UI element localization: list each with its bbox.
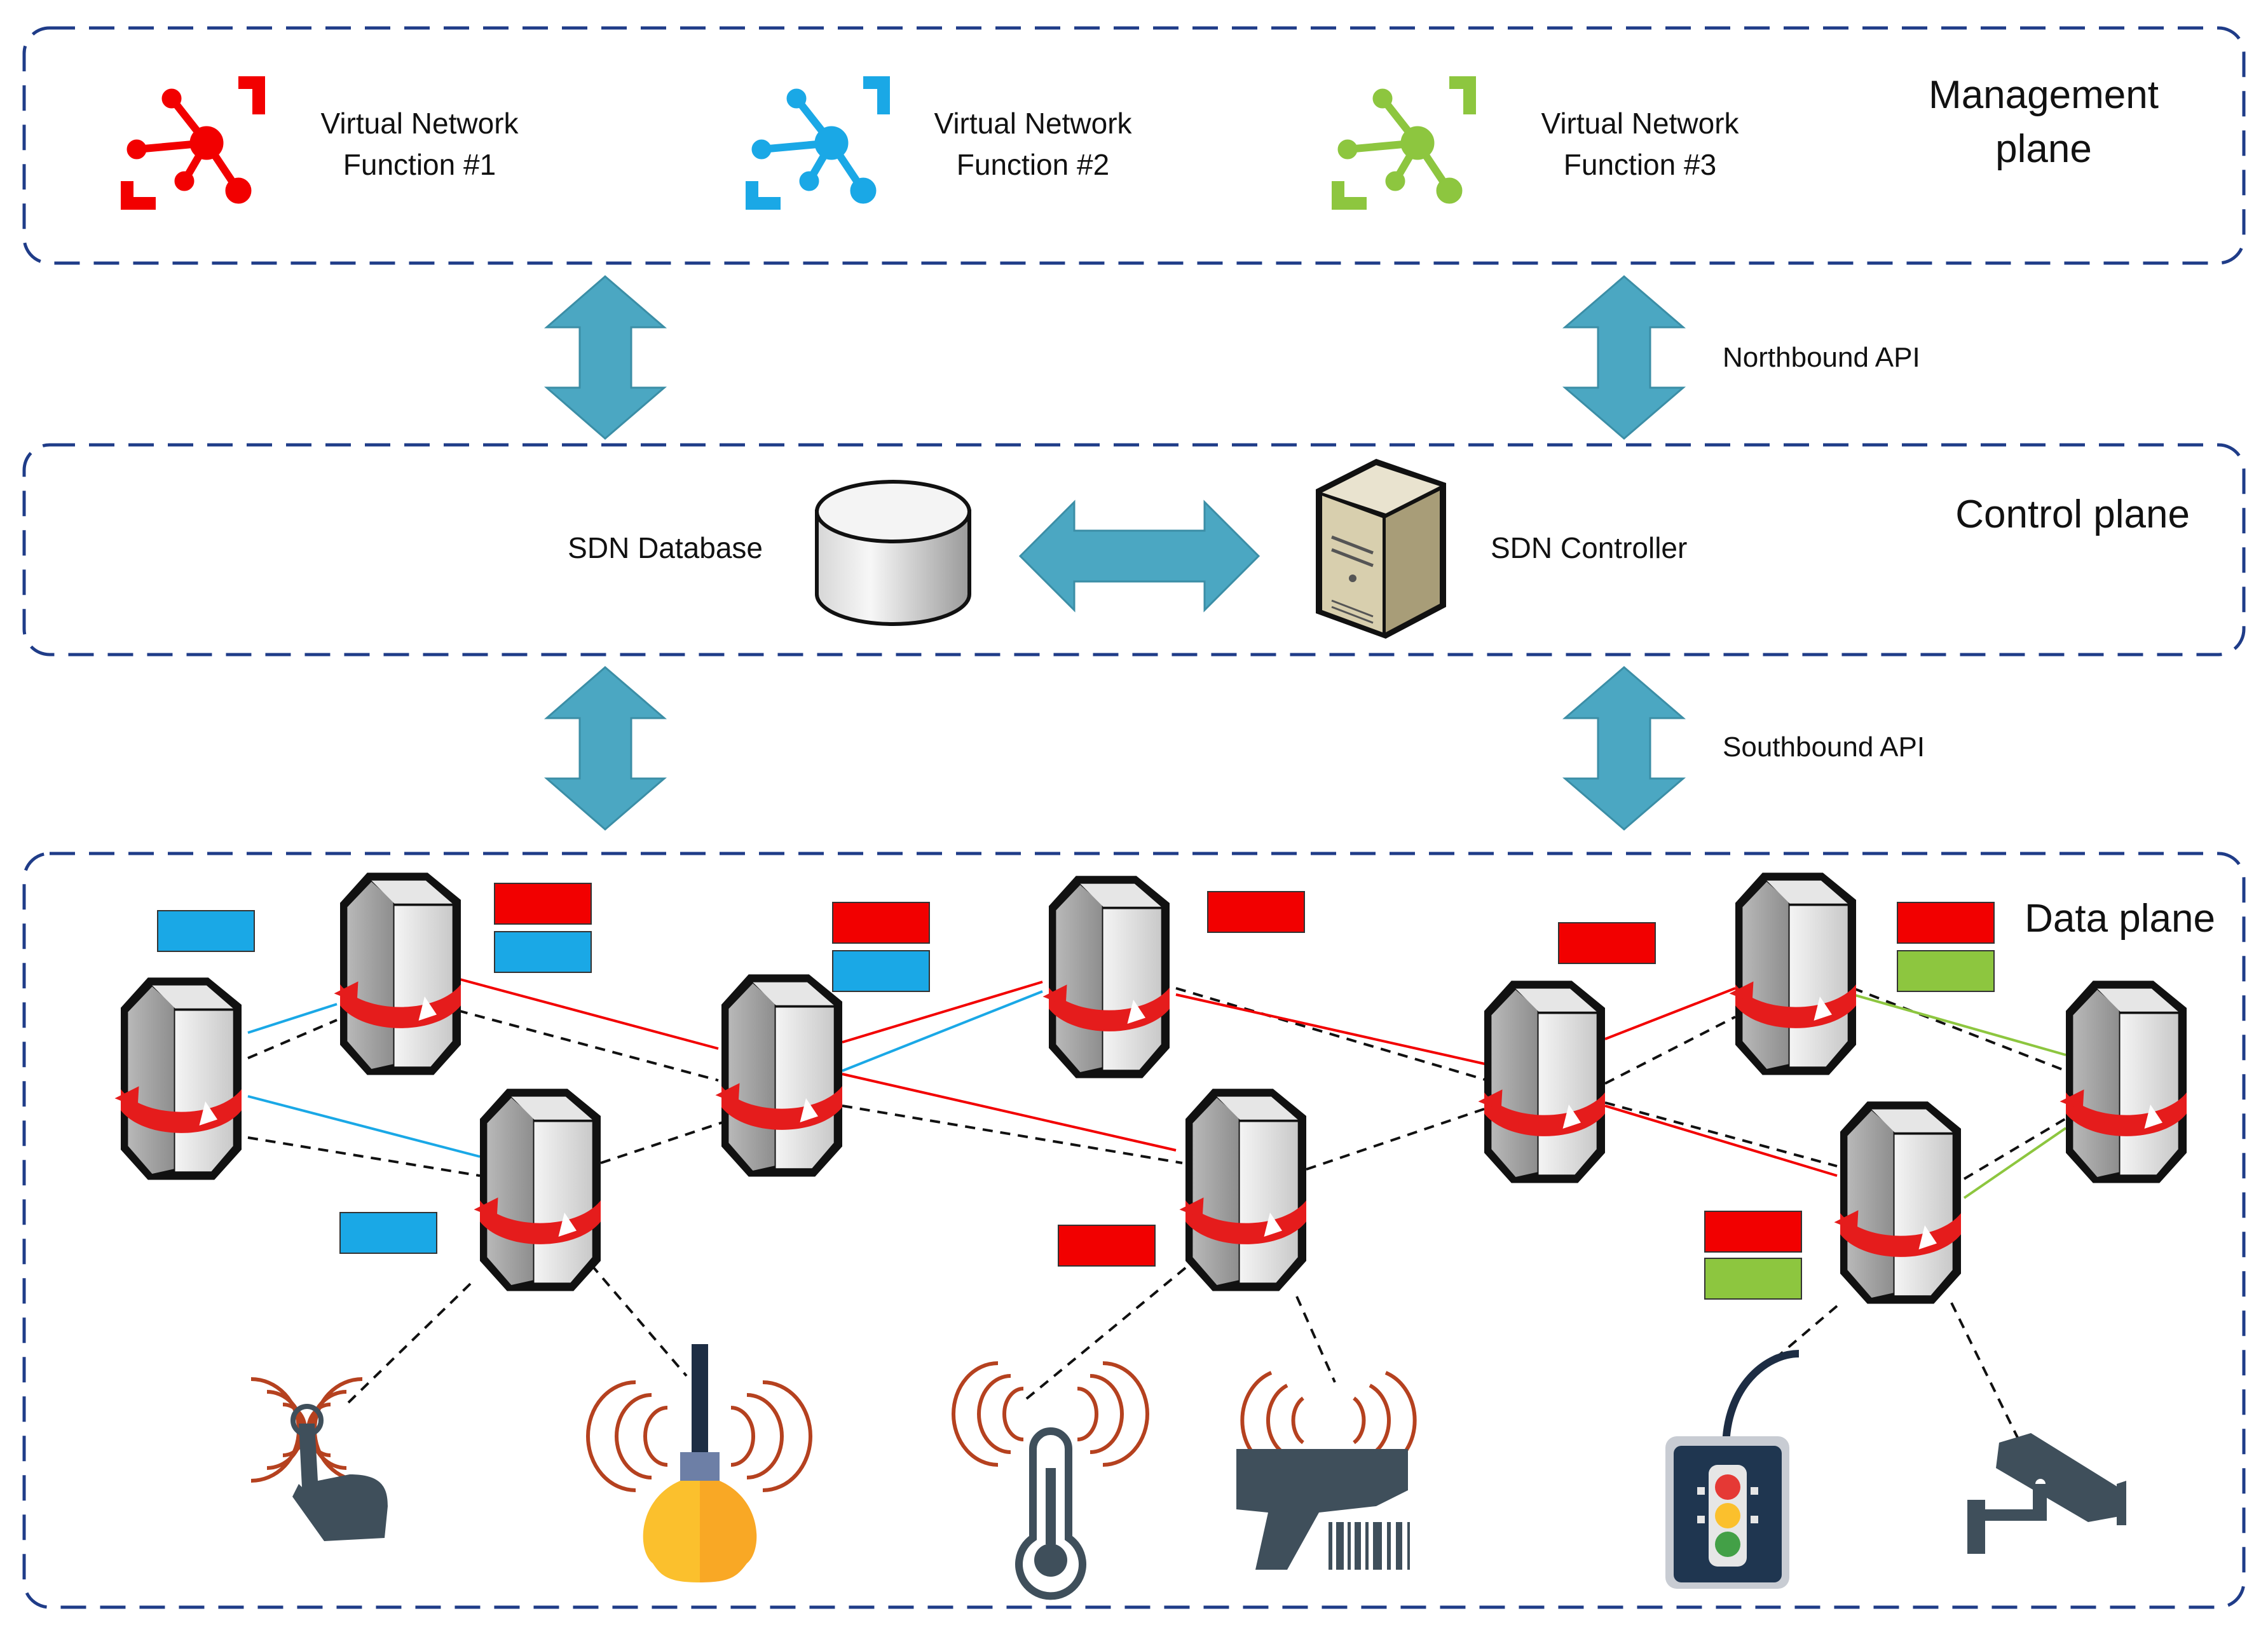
southbound-arrow-left <box>543 666 667 831</box>
northbound-arrow-right <box>1562 275 1686 440</box>
vnf-2-label-line1: Virtual Network <box>934 107 1132 140</box>
switch-10 <box>2060 981 2187 1183</box>
tag-green <box>1704 1258 1802 1300</box>
vnf-1-label-line2: Function #1 <box>343 148 496 181</box>
db-controller-arrow <box>1018 500 1260 613</box>
northbound-api-label: Northbound API <box>1723 342 1920 373</box>
switch-3 <box>474 1089 601 1291</box>
vnf-2-label-line2: Function #2 <box>957 148 1109 181</box>
sdn-controller-label: SDN Controller <box>1491 531 1687 564</box>
switch-9 <box>1834 1101 1961 1304</box>
tag-red <box>1207 891 1305 933</box>
control-plane-box <box>22 443 2246 656</box>
surveillance-camera-icon <box>1967 1433 2126 1554</box>
data-plane-title: Data plane <box>2025 897 2215 941</box>
barcode-scanner-icon <box>1236 1371 1417 1570</box>
management-plane-title: Management <box>1929 73 2159 117</box>
flow-tags <box>157 883 1995 1300</box>
southbound-arrow-right <box>1562 666 1686 831</box>
tag-red <box>1558 922 1656 964</box>
vnf-3-icon <box>1332 76 1476 210</box>
management-plane-title-2: plane <box>1995 127 2092 171</box>
northbound-arrow-left <box>543 275 667 440</box>
database-icon <box>815 480 971 626</box>
tag-green <box>1897 950 1995 992</box>
light-bulb-icon <box>586 1344 812 1582</box>
tag-red <box>494 883 592 925</box>
switch-8 <box>1729 873 1856 1075</box>
control-plane-title: Control plane <box>1955 493 2190 536</box>
tag-blue <box>339 1212 437 1254</box>
vnf-1-label-line1: Virtual Network <box>320 107 519 140</box>
switch-7 <box>1478 981 1605 1183</box>
sdn-controller-server-icon <box>1316 459 1446 639</box>
tag-blue <box>157 910 255 952</box>
tag-red <box>1897 902 1995 944</box>
switch-1 <box>114 977 242 1180</box>
switch-5 <box>1042 876 1170 1078</box>
southbound-api-label: Southbound API <box>1723 731 1925 763</box>
touch-icon <box>250 1377 388 1541</box>
vnf-2-icon <box>746 76 890 210</box>
switch-6 <box>1179 1089 1306 1291</box>
tag-red <box>1704 1211 1802 1253</box>
sdn-database-label: SDN Database <box>568 531 763 564</box>
tag-blue <box>832 950 930 992</box>
data-plane-box <box>22 852 2246 1609</box>
tag-red <box>1058 1225 1156 1267</box>
management-plane-box <box>22 26 2246 265</box>
data-plane-links <box>247 977 2067 1472</box>
tag-red <box>832 902 930 944</box>
traffic-light-icon <box>1665 1350 1800 1589</box>
vnf-3-label-line1: Virtual Network <box>1541 107 1739 140</box>
vnf-1-icon <box>121 76 265 210</box>
vnf-3-label-line2: Function #3 <box>1564 148 1716 181</box>
switch-2 <box>334 873 461 1075</box>
thermometer-icon <box>952 1361 1149 1600</box>
switch-4 <box>715 974 842 1177</box>
tag-blue <box>494 931 592 973</box>
